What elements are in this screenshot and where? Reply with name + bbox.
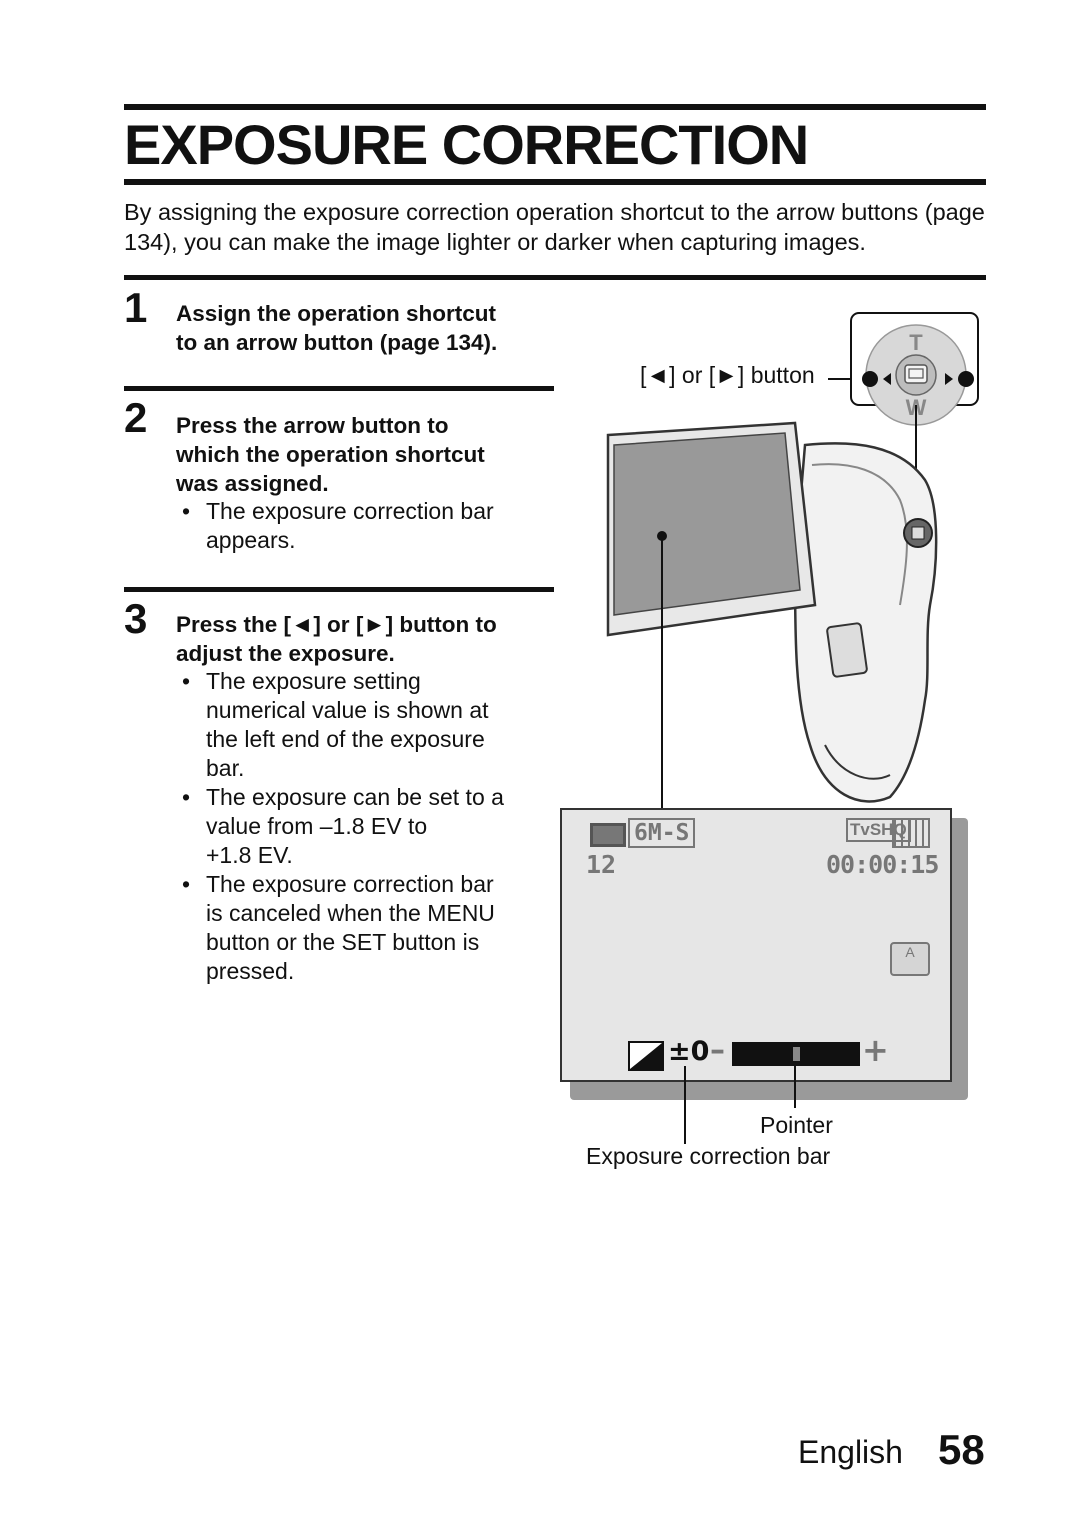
- step-1-number: 1: [124, 284, 148, 331]
- right-arrow-marker: [958, 371, 974, 387]
- camera-illustration: T W: [606, 312, 979, 810]
- page-number: 58: [938, 1426, 985, 1473]
- step-1-heading-line: to an arrow button (page 134).: [176, 330, 498, 355]
- left-arrow-icon: [883, 373, 891, 385]
- bullet-line: The exposure can be set to a: [206, 784, 504, 810]
- exposure-minus: –: [710, 1033, 725, 1068]
- bullet-line: numerical value is shown at: [206, 697, 489, 723]
- step-3-bullet: • The exposure setting numerical value i…: [182, 667, 546, 783]
- step-3-bullet: • The exposure can be set to a value fro…: [182, 783, 546, 870]
- step-divider: [124, 587, 554, 592]
- bullet-dot: •: [182, 668, 191, 694]
- bullet-line: button or the SET button is: [206, 929, 480, 955]
- steps-top-rule: [124, 275, 986, 280]
- shots-remaining: 12: [586, 850, 617, 879]
- arrow-dial-callout: T W: [850, 312, 979, 426]
- bullet-dot: •: [182, 871, 191, 897]
- bullet-line: +1.8 EV.: [206, 842, 293, 868]
- footer-language: English: [798, 1434, 903, 1470]
- intro-paragraph: By assigning the exposure correction ope…: [124, 199, 985, 255]
- bullet-line: the left end of the exposure: [206, 726, 485, 752]
- movie-mode-icon: [892, 818, 930, 848]
- bullet-line: bar.: [206, 755, 245, 781]
- right-arrow-icon: [945, 373, 953, 385]
- exposure-icon: [628, 1041, 664, 1071]
- bullet-dot: •: [182, 498, 191, 524]
- step-3-heading-line: Press the [◄] or [►] button to: [176, 612, 497, 637]
- exposure-plus: +: [862, 1031, 889, 1069]
- bar-caption: Exposure correction bar: [586, 1143, 831, 1169]
- pointer-caption: Pointer: [760, 1112, 833, 1138]
- title-top-rule: [124, 104, 986, 110]
- button-caption: [◄] or [►] button: [640, 362, 815, 388]
- exposure-pointer: [792, 1047, 800, 1061]
- bullet-line: value from –1.8 EV to: [206, 813, 428, 839]
- step-3-heading-line: adjust the exposure.: [176, 641, 395, 666]
- title-bottom-rule: [124, 179, 986, 185]
- bullet-line: The exposure setting: [206, 668, 421, 694]
- recording-timer: 00:00:15: [826, 850, 939, 879]
- pointer-leader-line: [794, 1066, 796, 1108]
- step-3-number: 3: [124, 595, 148, 642]
- stabilizer-icon: A: [890, 942, 930, 976]
- bullet-line: is canceled when the MENU: [206, 900, 495, 926]
- step-1-heading-line: Assign the operation shortcut: [176, 301, 497, 326]
- bullet-line: The exposure correction bar: [206, 871, 494, 897]
- step-2-heading-line: Press the arrow button to: [176, 413, 449, 438]
- bullet-dot: •: [182, 784, 191, 810]
- camera-body: [606, 421, 938, 803]
- resolution-badge: 6M-S: [628, 818, 696, 848]
- step-2-heading-line: was assigned.: [176, 471, 329, 496]
- battery-icon: [590, 823, 626, 847]
- left-arrow-marker: [862, 371, 878, 387]
- step-2-number: 2: [124, 394, 148, 441]
- step-2-bullet: • The exposure correction bar appears.: [182, 497, 546, 555]
- dial-tele-letter: T: [909, 330, 923, 355]
- page-title: EXPOSURE CORRECTION: [124, 113, 809, 176]
- step-3-bullet: • The exposure correction bar is cancele…: [182, 870, 546, 986]
- bullet-line: appears.: [206, 527, 296, 553]
- bullet-line: The exposure correction bar: [206, 498, 494, 524]
- bar-leader-line: [684, 1066, 686, 1144]
- exposure-value: ±0: [668, 1036, 710, 1067]
- lcd-display: 6M-S TvSHQ 12 00:00:15 A ±0 – +: [560, 808, 952, 1082]
- bullet-line: pressed.: [206, 958, 295, 984]
- exposure-correction-bar: [732, 1042, 860, 1066]
- step-2-heading-line: which the operation shortcut: [176, 442, 485, 467]
- step-divider: [124, 386, 554, 391]
